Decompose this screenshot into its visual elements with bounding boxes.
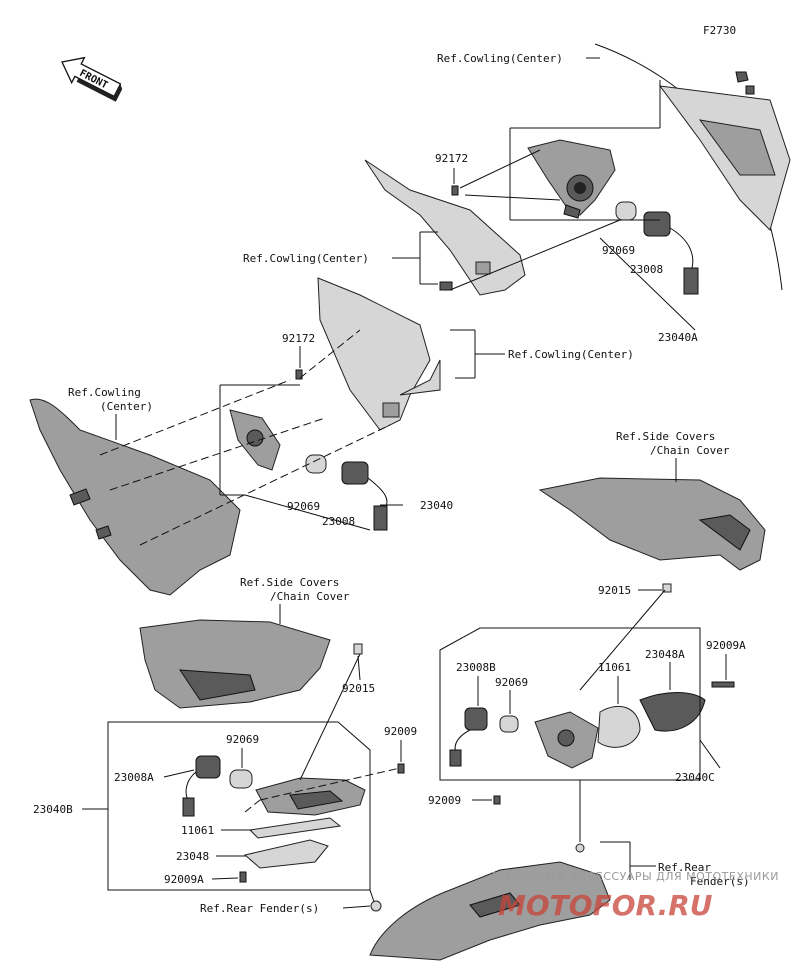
label-23008a: 23008A [114, 771, 154, 784]
label-23008-top: 23008 [630, 263, 663, 276]
socket-23008-top [643, 211, 699, 295]
lens-23048 [243, 839, 329, 869]
rear-fender-shape [369, 843, 611, 961]
cowling-center-top-shape [594, 43, 791, 291]
label-ref-cowling-center-top: Ref.Cowling(Center) [437, 52, 563, 65]
label-92009-right: 92009 [428, 794, 461, 807]
turn-signal-housing-23040 [229, 409, 281, 471]
turn-signal-housing-23040b [255, 777, 366, 816]
labels: Ref.Cowling(Center) 92172 92069 23008 Re… [33, 52, 750, 915]
front-arrow-icon: FRONT [61, 56, 123, 102]
watermark-text: ЗАПЧАСТИ И АКСЕССУАРЫ ДЛЯ МОТОТЕХНИКИ [490, 870, 779, 883]
screw-92009-left [397, 763, 405, 774]
group-box-23040b [107, 721, 371, 891]
label-92009-left: 92009 [384, 725, 417, 738]
label-ref-side-covers-left-line1: Ref.Side Covers [240, 576, 339, 589]
label-11061-left: 11061 [181, 824, 214, 837]
label-23048: 23048 [176, 850, 209, 863]
label-92069-mid: 92069 [287, 500, 320, 513]
side-cover-left-shape [139, 619, 363, 709]
label-92015-left: 92015 [342, 682, 375, 695]
label-ref-cowling-left-line2: (Center) [100, 400, 153, 413]
label-ref-rear-fender-right-line1: Ref.Rear [658, 861, 711, 874]
label-23040c: 23040C [675, 771, 715, 784]
label-23008b: 23008B [456, 661, 496, 674]
diagram-code: F2730 [703, 24, 736, 37]
lens-gasket-11061-left [248, 817, 342, 839]
bulb-92069-left [229, 769, 253, 789]
label-ref-rear-fender-left: Ref.Rear Fender(s) [200, 902, 319, 915]
label-92069-left: 92069 [226, 733, 259, 746]
screw-92009a-right [711, 681, 735, 688]
bracket-top [364, 159, 526, 296]
cowling-center-left-shape [29, 398, 241, 596]
dashed-mount-lines-bottom [244, 767, 401, 813]
dashed-mount-lines-mid [99, 329, 391, 546]
label-ref-cowling-left-line1: Ref.Cowling [68, 386, 141, 399]
socket-23008b [449, 707, 488, 767]
turn-signal-housing-23040a [527, 139, 616, 219]
label-92172-mid: 92172 [282, 332, 315, 345]
screw-92172-mid [295, 369, 303, 380]
bulb-92069-right [499, 715, 519, 733]
group-box-23040 [219, 384, 300, 496]
label-23040a: 23040A [658, 331, 698, 344]
bulb-92069-top [615, 201, 637, 221]
label-92015-right: 92015 [598, 584, 631, 597]
socket-23008a [182, 755, 221, 817]
label-ref-cowling-center-mid: Ref.Cowling(Center) [243, 252, 369, 265]
socket-23008-mid [341, 461, 388, 531]
label-23048a: 23048A [645, 648, 685, 661]
watermark-logo: MOTOFOR.RU [498, 889, 713, 922]
label-92069-right: 92069 [495, 676, 528, 689]
cowling-center-mid-shape [317, 277, 441, 431]
watermark: ЗАПЧАСТИ И АКСЕССУАРЫ ДЛЯ МОТОТЕХНИКИ MO… [490, 870, 779, 922]
label-11061-right: 11061 [598, 661, 631, 674]
bulb-92069-mid [305, 454, 327, 474]
screw-92009-right [493, 795, 501, 805]
label-ref-side-covers-left-line2: /Chain Cover [270, 590, 350, 603]
label-92009a-left: 92009A [164, 873, 204, 886]
screw-92009a-left [239, 871, 247, 883]
lens-gasket-11061-right [597, 705, 641, 748]
label-ref-rear-fender-right-line2: Fender(s) [690, 875, 750, 888]
group-box-23040c [439, 627, 701, 781]
label-92009a-right: 92009A [706, 639, 746, 652]
label-92172-top: 92172 [435, 152, 468, 165]
lens-23048a [639, 692, 706, 732]
label-23040b: 23040B [33, 803, 73, 816]
label-23008-mid: 23008 [322, 515, 355, 528]
side-cover-right-shape [538, 477, 766, 593]
leader-23040a [599, 237, 696, 331]
label-ref-side-covers-right-line1: Ref.Side Covers [616, 430, 715, 443]
label-ref-cowling-center-right: Ref.Cowling(Center) [508, 348, 634, 361]
turn-signal-housing-23040c [534, 711, 599, 769]
screw-top-mid [439, 281, 453, 291]
label-ref-side-covers-right-line2: /Chain Cover [650, 444, 730, 457]
label-92069-top: 92069 [602, 244, 635, 257]
screw-92172-top [451, 185, 459, 196]
group-box-23040a [509, 127, 660, 221]
label-23040: 23040 [420, 499, 453, 512]
